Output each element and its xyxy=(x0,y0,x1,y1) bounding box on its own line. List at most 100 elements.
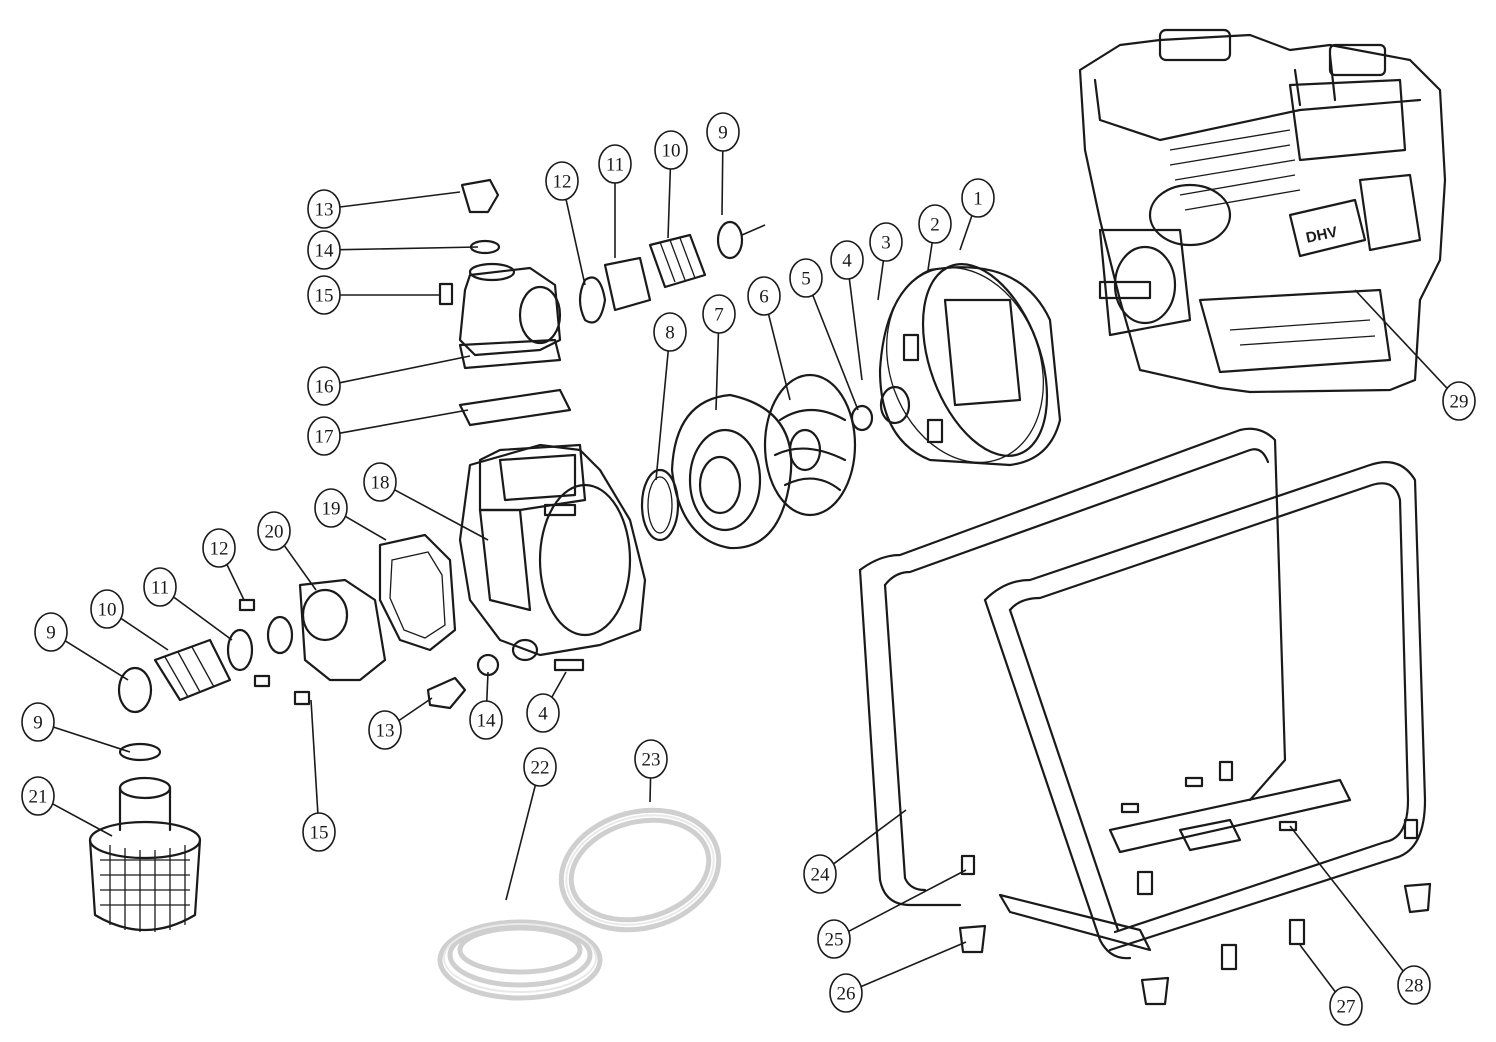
leader-line xyxy=(397,697,433,722)
callout-number: 3 xyxy=(881,233,891,254)
callout-circle xyxy=(307,230,341,270)
callout-number: 4 xyxy=(842,251,852,272)
callout-number: 14 xyxy=(477,711,497,732)
callout-number: 20 xyxy=(265,522,284,543)
callout-16: 16 xyxy=(307,355,471,406)
callout-circle xyxy=(302,812,336,852)
callout-14: 14 xyxy=(307,230,479,270)
brand-plate xyxy=(1288,198,1367,258)
callout-4: 4 xyxy=(526,671,567,733)
drive-shaft xyxy=(1098,280,1152,300)
engine-brand-label: DHV xyxy=(1304,224,1339,247)
callout-number: 14 xyxy=(315,241,335,262)
callout-number: 28 xyxy=(1405,976,1424,997)
leader-line xyxy=(959,212,974,251)
callout-number: 25 xyxy=(825,930,844,951)
callout-circle xyxy=(869,222,903,262)
callout-17: 17 xyxy=(307,409,469,456)
front-gasket xyxy=(378,533,457,652)
callout-circle xyxy=(653,312,687,352)
callout-9: 9 xyxy=(21,702,131,753)
wear-ring xyxy=(640,468,680,542)
leader-line xyxy=(927,239,934,271)
callout-number: 9 xyxy=(718,123,728,144)
callout-circle xyxy=(829,973,863,1013)
callout-number: 21 xyxy=(29,787,48,808)
leader-line xyxy=(564,196,586,286)
callout-circle xyxy=(469,700,503,740)
callout-27: 27 xyxy=(1299,944,1363,1026)
callout-19: 19 xyxy=(314,488,387,541)
callout-28: 28 xyxy=(1289,825,1431,1005)
leader-line xyxy=(172,595,233,641)
callout-circle xyxy=(803,854,837,894)
hoses xyxy=(437,807,722,1001)
callout-circle xyxy=(314,488,348,528)
callout-circle xyxy=(702,294,736,334)
hose-adapter xyxy=(648,233,707,289)
frame xyxy=(858,427,1432,1006)
callout-24: 24 xyxy=(803,809,907,894)
callout-circle xyxy=(363,462,397,502)
leader-line xyxy=(310,699,319,817)
callout-number: 11 xyxy=(151,578,169,599)
callout-9: 9 xyxy=(706,112,740,216)
callout-18: 18 xyxy=(363,462,489,541)
leader-line xyxy=(847,869,967,933)
leader-line xyxy=(339,191,461,208)
callout-circle xyxy=(747,276,781,316)
callout-21: 21 xyxy=(21,776,113,837)
leader-line xyxy=(339,355,471,384)
leader-line xyxy=(282,543,317,591)
inlet-assembly xyxy=(117,533,500,714)
callout-number: 7 xyxy=(714,305,724,326)
callout-circle xyxy=(598,144,632,184)
callout-number: 9 xyxy=(33,713,43,734)
leader-line xyxy=(832,809,907,866)
leader-line xyxy=(393,488,489,541)
callout-15: 15 xyxy=(307,275,440,315)
leader-line xyxy=(64,639,129,681)
callout-circle xyxy=(654,130,688,170)
callout-circle xyxy=(706,112,740,152)
leader-line xyxy=(767,311,791,401)
callout-number: 17 xyxy=(315,427,334,448)
callout-number: 8 xyxy=(665,323,675,344)
callout-circle xyxy=(21,776,55,816)
strainer xyxy=(88,742,202,932)
callout-number: 26 xyxy=(837,984,856,1005)
callout-8: 8 xyxy=(653,312,687,481)
callout-circle xyxy=(830,240,864,280)
callout-number: 6 xyxy=(759,287,769,308)
leader-line xyxy=(119,617,169,651)
callout-circle xyxy=(34,612,68,652)
callout-circle xyxy=(817,919,851,959)
callout-2: 2 xyxy=(918,204,952,271)
callout-number: 11 xyxy=(606,155,624,176)
callout-number: 10 xyxy=(662,141,681,162)
callout-13: 13 xyxy=(307,189,461,229)
callout-circle xyxy=(1329,986,1363,1026)
seal xyxy=(879,385,911,425)
pump-body xyxy=(458,443,647,672)
leader-line xyxy=(811,292,859,411)
callout-10: 10 xyxy=(654,130,688,239)
clamp-ring xyxy=(578,276,607,324)
callout-number: 19 xyxy=(322,499,341,520)
leader-line xyxy=(1299,944,1338,994)
leader-line xyxy=(505,782,537,901)
callout-5: 5 xyxy=(789,258,859,411)
leader-line xyxy=(721,147,724,216)
callout-circle xyxy=(961,178,995,218)
leader-line xyxy=(860,941,967,988)
leader-line xyxy=(649,774,652,803)
callout-13: 13 xyxy=(368,697,433,750)
callout-number: 13 xyxy=(376,721,395,742)
callout-23: 23 xyxy=(634,739,668,803)
callout-circle xyxy=(307,275,341,315)
callout-circle xyxy=(257,511,291,551)
leader-line xyxy=(848,275,863,381)
callout-26: 26 xyxy=(829,941,967,1013)
callout-9: 9 xyxy=(34,612,129,681)
callout-circle xyxy=(307,189,341,229)
